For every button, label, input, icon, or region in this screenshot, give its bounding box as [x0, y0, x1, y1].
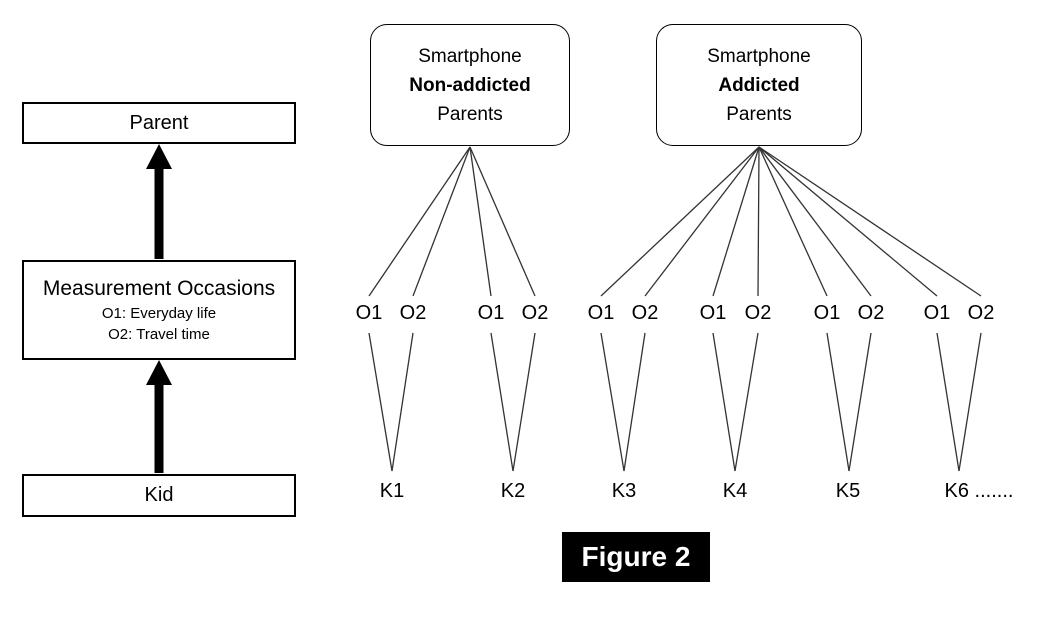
connector-line [368, 332, 393, 472]
occasion-label: O1 [923, 302, 951, 324]
kid-node-label: K4 [722, 480, 748, 502]
kid-node-label: K1 [379, 480, 405, 502]
connector-line [757, 146, 760, 297]
connector-line [936, 332, 960, 472]
measurement-occasion-2: O2: Travel time [108, 326, 210, 343]
parent-label: Parent [129, 111, 189, 134]
parent-box: Parent [22, 102, 296, 144]
group-title-line: Smartphone [418, 45, 522, 67]
connector-line [600, 146, 760, 297]
occasion-label: O1 [587, 302, 615, 324]
kid-node-label: K2 [500, 480, 526, 502]
occasion-label: O2 [631, 302, 659, 324]
connector-line [758, 146, 938, 297]
group-title-line: Parents [726, 103, 792, 125]
connector-line [469, 146, 536, 297]
kid-node-label: K5 [835, 480, 861, 502]
figure-caption: Figure 2 [562, 532, 710, 582]
measurement-occasions-box: Measurement Occasions O1: Everyday life … [22, 260, 296, 360]
connector-line [512, 332, 536, 472]
connector-line [391, 332, 414, 472]
group-title-line: Smartphone [707, 45, 811, 67]
occasion-label: O2 [521, 302, 549, 324]
occasion-label: O1 [699, 302, 727, 324]
occasion-label: O2 [967, 302, 995, 324]
addicted-parents-box: Smartphone Addicted Parents [656, 24, 862, 146]
connector-line [712, 332, 736, 472]
occasion-label: O2 [744, 302, 772, 324]
occasion-label: O1 [813, 302, 841, 324]
group-title-line-bold: Addicted [718, 74, 800, 96]
connector-line [600, 332, 625, 472]
kid-node-label: K3 [611, 480, 637, 502]
connector-line [368, 146, 471, 297]
kid-box: Kid [22, 474, 296, 517]
connector-line [712, 146, 760, 297]
connector-line [623, 332, 646, 472]
occasion-label: O1 [477, 302, 505, 324]
up-arrow-measurement-to-parent [146, 144, 172, 259]
fan-and-v-lines [368, 146, 982, 472]
occasion-label: O1 [355, 302, 383, 324]
connector-line [734, 332, 759, 472]
connector-line [758, 146, 828, 297]
connector-line [644, 146, 760, 297]
connector-line [848, 332, 872, 472]
group-title-line: Parents [437, 103, 503, 125]
connector-line [758, 146, 982, 297]
figure-caption-text: Figure 2 [581, 541, 691, 572]
non-addicted-parents-box: Smartphone Non-addicted Parents [370, 24, 570, 146]
connector-line [469, 146, 492, 297]
connector-line [958, 332, 982, 472]
up-arrow-kid-to-measurement [146, 360, 172, 473]
occasion-label: O2 [399, 302, 427, 324]
connector-line [826, 332, 850, 472]
kid-node-label: K6 ....... [944, 480, 1014, 502]
measurement-occasions-title: Measurement Occasions [42, 277, 276, 300]
connector-line [758, 146, 872, 297]
kid-label: Kid [144, 484, 174, 506]
measurement-occasion-1: O1: Everyday life [101, 305, 217, 322]
group-title-line-bold: Non-addicted [409, 74, 531, 96]
occasion-label: O2 [857, 302, 885, 324]
connector-line [412, 146, 471, 297]
connector-line [490, 332, 514, 472]
